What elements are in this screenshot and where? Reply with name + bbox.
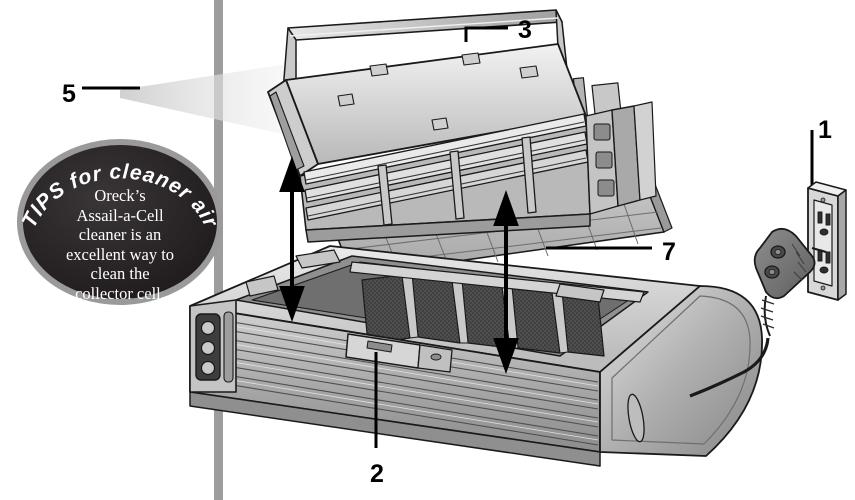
cell-right-contacts	[585, 101, 657, 215]
power-button[interactable]	[200, 320, 216, 336]
cell-top-tabs	[337, 52, 539, 131]
vertical-gray-bar	[214, 0, 223, 500]
leader-3	[464, 26, 508, 42]
tips-badge-line: Assail-a-Cell	[76, 205, 164, 225]
tips-badge-line: excellent way to	[65, 244, 175, 264]
tips-badge-line: collector cell.	[75, 283, 165, 303]
callout-1: 1	[818, 116, 832, 144]
tips-badge-line: clean the	[90, 264, 150, 283]
insert-arrow-left	[279, 156, 305, 322]
base-bottom-edge	[189, 391, 601, 467]
callout-3: 3	[518, 16, 532, 44]
power-cord	[689, 337, 770, 398]
cell-rails	[245, 249, 605, 303]
tips-badge-line: Oreck’s	[94, 186, 146, 205]
cell-bottom-rail	[305, 213, 591, 243]
wall-outlet	[807, 181, 847, 301]
tips-badge: TIPS for cleaner air	[17, 139, 223, 305]
tips-badge-line: cleaner is an	[78, 225, 162, 244]
insert-arrow-right	[493, 190, 519, 374]
collector-cell-assembly	[267, 9, 657, 243]
callout-7: 7	[662, 238, 676, 266]
outlet-sockets	[817, 211, 831, 274]
right-end-cap	[599, 285, 763, 457]
callout-2: 2	[370, 460, 384, 488]
power-plug	[689, 227, 827, 398]
callout-5: 5	[62, 80, 76, 108]
leader-lines	[82, 26, 814, 448]
control-button-panel[interactable]	[189, 299, 237, 393]
front-grille-latch	[345, 333, 453, 373]
callout-5-wedge	[120, 62, 300, 138]
reset-button[interactable]	[200, 360, 216, 376]
fan-speed-button[interactable]	[200, 340, 216, 356]
